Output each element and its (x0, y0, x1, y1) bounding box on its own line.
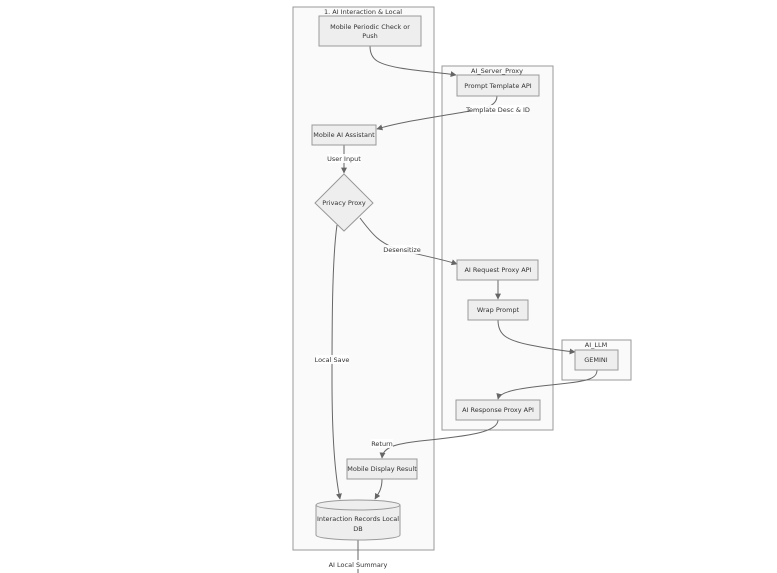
edge-label-local-save-text: Local Save (315, 356, 350, 364)
edge-label-user-input-text: User Input (327, 155, 361, 163)
node-ai-request-proxy-api[interactable]: AI Request Proxy API (456, 259, 539, 281)
node-mobile-periodic-check[interactable]: Mobile Periodic Check or Push (318, 15, 422, 47)
node-mobile-ai-assistant[interactable]: Mobile AI Assistant (311, 124, 377, 146)
edge-label-ai-local-summary: AI Local Summary (329, 560, 388, 569)
edge-wrap-to-gemini (497, 319, 576, 355)
node-mobile-display-result[interactable]: Mobile Display Result (346, 458, 418, 480)
node-ai-request-proxy-api-label: AI Request Proxy API (464, 266, 531, 274)
node-gemini[interactable]: GEMINI (574, 349, 619, 371)
node-privacy-proxy[interactable]: Privacy Proxy (314, 173, 374, 232)
edge-label-template-desc-id: Template Desc & ID (465, 105, 530, 114)
node-mobile-periodic-check-label-2: Push (362, 32, 377, 40)
edge-label-ai-local-summary-text: AI Local Summary (329, 561, 388, 569)
node-mobile-ai-assistant-label: Mobile AI Assistant (313, 131, 375, 139)
node-wrap-prompt[interactable]: Wrap Prompt (467, 299, 529, 321)
node-prompt-template-api[interactable]: Prompt Template API (456, 74, 540, 97)
cluster-ai-server-proxy: AI_Server_Proxy (441, 65, 554, 431)
edge-label-return-text: Return (371, 440, 393, 448)
edge-label-desensitize-text: Desensitize (383, 246, 420, 254)
node-interaction-records-db-label-1: Interaction Records Local (317, 515, 399, 523)
node-ai-response-proxy-api[interactable]: AI Response Proxy API (455, 399, 541, 421)
edge-label-return: Return (371, 439, 393, 448)
edge-response-to-display (379, 419, 499, 459)
node-privacy-proxy-label: Privacy Proxy (322, 199, 366, 207)
node-interaction-records-db-label-2: DB (353, 525, 362, 533)
cluster-ai-server-proxy-label: AI_Server_Proxy (471, 67, 523, 75)
edge-gemini-to-response (496, 369, 598, 400)
edge-privacy-to-db (331, 224, 342, 500)
node-wrap-prompt-label: Wrap Prompt (477, 306, 520, 314)
edge-display-to-db (374, 478, 383, 500)
edge-periodic-to-template (369, 45, 457, 77)
cluster-ai-interaction-local-label: 1. AI Interaction & Local (324, 8, 402, 16)
cluster-ai-llm-label: AI_LLM (585, 341, 607, 349)
edge-template-to-assistant (376, 95, 498, 131)
edge-label-template-desc-id-text: Template Desc & ID (465, 106, 530, 114)
edge-label-user-input: User Input (327, 154, 361, 163)
node-interaction-records-db[interactable]: Interaction Records Local DB (315, 499, 401, 541)
node-prompt-template-api-label: Prompt Template API (464, 82, 531, 90)
edge-label-desensitize: Desensitize (383, 245, 421, 254)
node-gemini-label: GEMINI (584, 356, 608, 364)
edge-label-local-save: Local Save (315, 355, 350, 364)
node-mobile-display-result-label: Mobile Display Result (347, 465, 417, 473)
node-mobile-periodic-check-label-1: Mobile Periodic Check or (330, 23, 410, 31)
node-ai-response-proxy-api-label: AI Response Proxy API (462, 406, 534, 414)
